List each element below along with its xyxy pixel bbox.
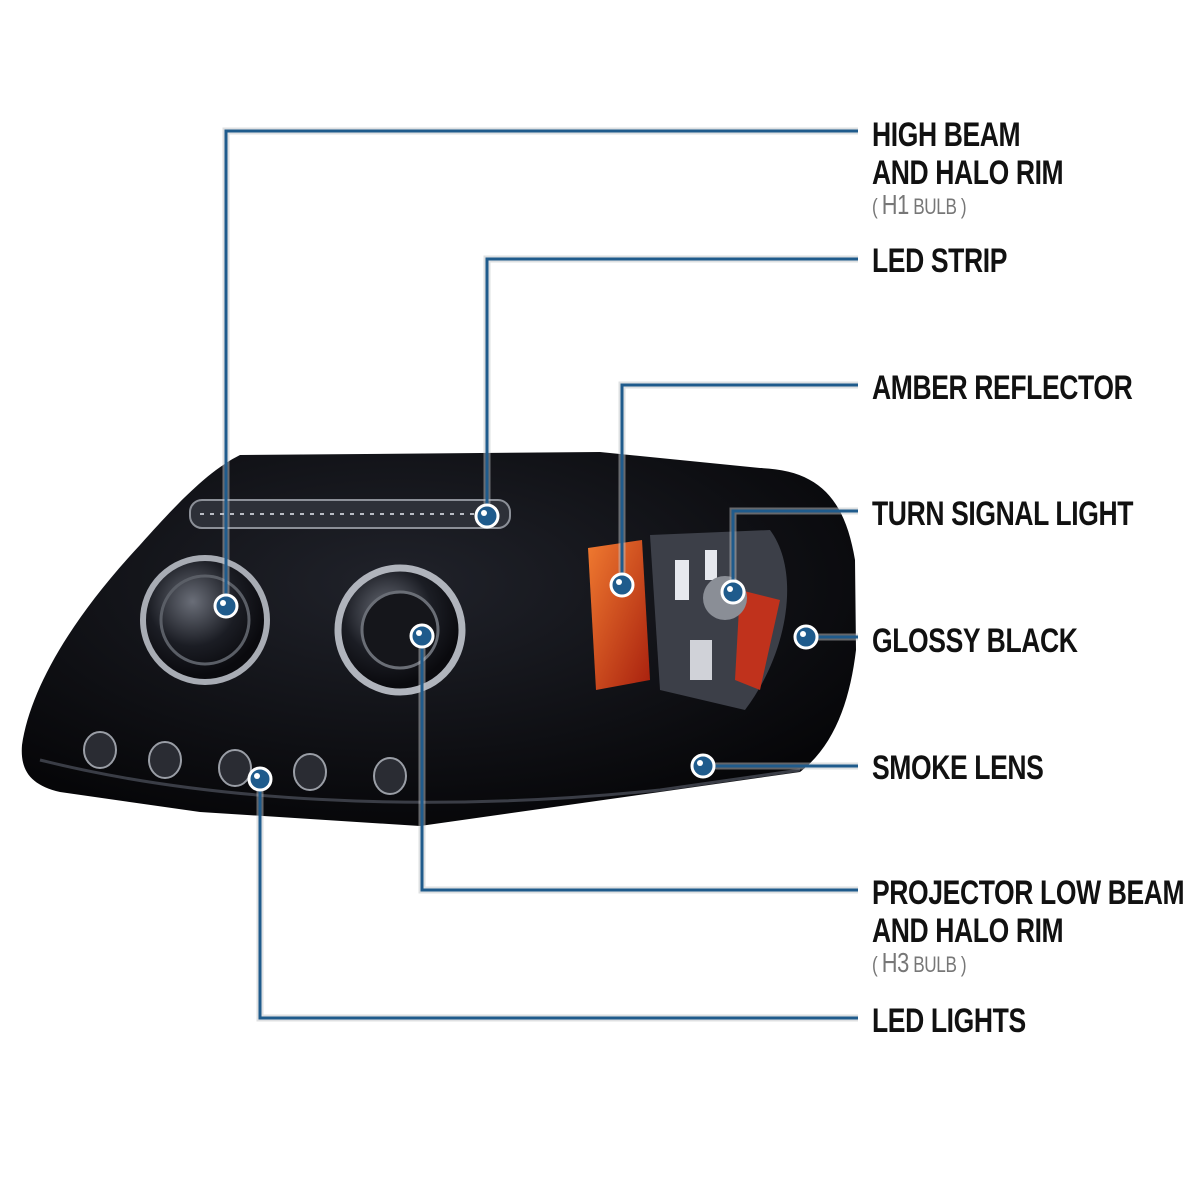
- dot-marker: [690, 753, 716, 779]
- dot-marker: [213, 593, 239, 619]
- lens-bottom-edge: [39, 758, 801, 804]
- paren: ): [960, 194, 967, 219]
- dot-marker: [720, 579, 746, 605]
- paren: ): [960, 952, 967, 977]
- label-line: AND HALO RIM: [872, 912, 1064, 950]
- dot-marker: [609, 572, 635, 598]
- bulb-note: ( H1 BULB ): [872, 189, 1063, 220]
- label-line: LED STRIP: [872, 242, 1008, 280]
- callout-line-led-lights: [258, 779, 858, 1020]
- label-projector: PROJECTOR LOW BEAM AND HALO RIM ( H3 BUL…: [872, 874, 1185, 978]
- dot-marker: [474, 503, 500, 529]
- callout-line-turn-signal: [731, 509, 858, 592]
- label-line: TURN SIGNAL LIGHT: [872, 495, 1134, 533]
- label-high-beam: HIGH BEAM AND HALO RIM ( H1 BULB ): [872, 116, 1064, 220]
- label-amber-reflector: AMBER REFLECTOR: [872, 369, 1133, 407]
- label-line: PROJECTOR LOW BEAM: [872, 874, 1185, 912]
- bulb-note: ( H3 BULB ): [872, 947, 1184, 978]
- bulb-type: H3: [881, 947, 910, 978]
- label-led-strip: LED STRIP: [872, 242, 1007, 280]
- label-line: GLOSSY BLACK: [872, 622, 1078, 660]
- bulb-word: BULB: [913, 194, 957, 219]
- callout-line-projector: [420, 636, 858, 892]
- paren: (: [872, 194, 878, 219]
- label-line: AND HALO RIM: [872, 154, 1064, 192]
- callout-line-amber: [620, 383, 858, 585]
- dot-marker: [793, 624, 819, 650]
- paren: (: [872, 952, 878, 977]
- label-led-lights: LED LIGHTS: [872, 1002, 1026, 1040]
- label-turn-signal: TURN SIGNAL LIGHT: [872, 495, 1133, 533]
- label-line: SMOKE LENS: [872, 749, 1044, 787]
- label-smoke-lens: SMOKE LENS: [872, 749, 1044, 787]
- callout-lines: [222, 127, 858, 1022]
- label-glossy-black: GLOSSY BLACK: [872, 622, 1078, 660]
- bulb-word: BULB: [913, 952, 957, 977]
- label-line: LED LIGHTS: [872, 1002, 1026, 1040]
- amber-reflector: [588, 540, 650, 690]
- callout-dots: [213, 503, 819, 792]
- label-line: AMBER REFLECTOR: [872, 369, 1133, 407]
- bulb-type: H1: [881, 189, 910, 220]
- label-line: HIGH BEAM: [872, 116, 1021, 154]
- callout-line-led-strip: [485, 257, 858, 516]
- callout-line-high-beam: [224, 129, 858, 606]
- led-lights-row: [83, 731, 407, 795]
- dot-marker: [409, 623, 435, 649]
- dot-marker: [247, 766, 273, 792]
